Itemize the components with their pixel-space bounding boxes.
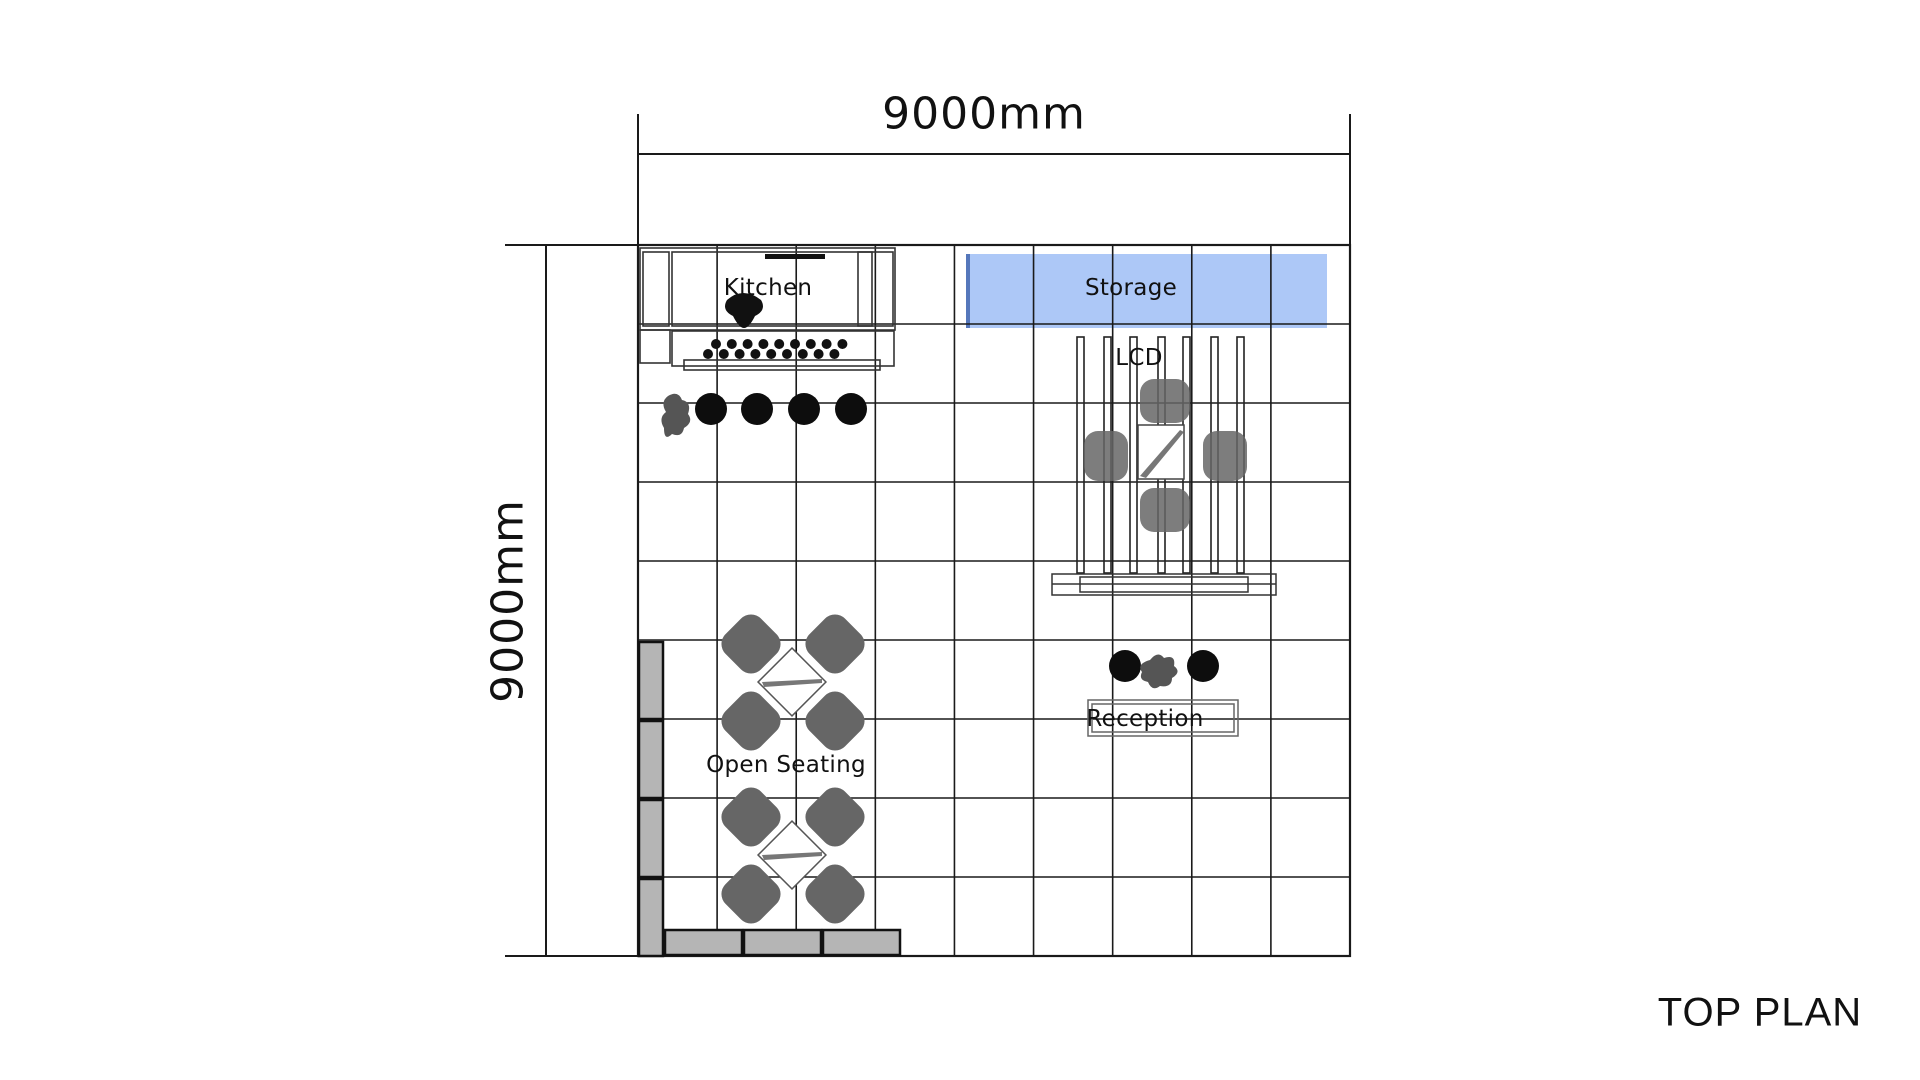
- plan-boundary: [636, 243, 1352, 958]
- bottle: [790, 339, 800, 349]
- planter-box-vertical: [637, 877, 665, 958]
- bottle: [821, 339, 832, 349]
- lounge-table-runner: [762, 852, 822, 860]
- bar-stool: [741, 393, 773, 425]
- planter-boxes: [637, 640, 902, 958]
- planter-box-horizontal: [742, 928, 823, 957]
- kitchen-side-block: [639, 329, 671, 364]
- bottle: [782, 349, 792, 359]
- lounge-chair: [805, 614, 865, 674]
- kitchen-hood: [765, 254, 825, 259]
- bottle: [829, 349, 840, 359]
- meeting-chairs: [1084, 379, 1247, 532]
- kitchen-back-counter: [639, 247, 896, 331]
- bottle: [734, 349, 745, 359]
- kitchen-cabinet: [671, 251, 873, 327]
- bottle: [766, 349, 777, 359]
- lounge-chair: [805, 787, 865, 847]
- reception-desk: [1087, 699, 1239, 737]
- kitchen-bar-base: [683, 359, 881, 371]
- plant-icon-kitchen: [661, 393, 691, 437]
- kitchen-sink-icon: [725, 293, 763, 328]
- width-dimension-label: 9000mm: [882, 88, 1086, 140]
- reception-stool: [1187, 650, 1219, 682]
- kitchen-counter: [639, 247, 896, 371]
- lounge-chair: [721, 691, 781, 751]
- bottle: [750, 349, 761, 359]
- bar-stool: [695, 393, 727, 425]
- lounge-chair: [721, 614, 781, 674]
- bottle: [726, 339, 737, 349]
- bar-stools: [695, 393, 867, 425]
- lcd-base: [1051, 573, 1277, 596]
- meeting-chair: [1084, 431, 1128, 481]
- meeting-table-runner: [1140, 430, 1184, 478]
- reception-desk-inner: [1091, 703, 1235, 733]
- zone-label-kitchen: Kitchen: [723, 275, 813, 301]
- lounge-chair: [805, 691, 865, 751]
- meeting-chair: [1140, 488, 1190, 532]
- width-dimension: [637, 114, 1351, 245]
- bottle: [813, 349, 824, 359]
- planter-box-vertical: [637, 640, 665, 721]
- bottle: [774, 339, 785, 349]
- zone-label-storage: Storage: [1084, 275, 1178, 301]
- meeting-table: [1137, 424, 1185, 480]
- storage-area[interactable]: [966, 254, 1327, 328]
- zone-label-open-seating: Open Seating: [706, 752, 866, 778]
- zone-label-lcd: LCD: [1115, 345, 1163, 371]
- bottle: [837, 339, 848, 349]
- planter-box-horizontal: [663, 928, 744, 957]
- lounge-table-runner: [762, 679, 822, 687]
- drawing-title: TOP PLAN: [1657, 990, 1863, 1035]
- plant-icon-reception: [1140, 654, 1178, 689]
- kitchen-bar-counter: [671, 330, 895, 367]
- reception-stool: [1109, 650, 1141, 682]
- kitchen-cabinet-left: [642, 251, 670, 327]
- bottle: [742, 339, 753, 349]
- height-dimension-label: 9000mm: [482, 499, 534, 703]
- kitchen-fridge: [857, 251, 894, 327]
- planter-box-vertical: [637, 719, 665, 800]
- bottle: [797, 349, 808, 359]
- bottle: [703, 349, 713, 359]
- lounge-chair: [721, 864, 781, 924]
- bottle: [711, 339, 721, 349]
- bar-stool: [788, 393, 820, 425]
- bottle: [758, 339, 769, 349]
- meeting-chair: [1140, 379, 1190, 423]
- lounge-chair: [721, 787, 781, 847]
- reception-stools: [1109, 650, 1219, 682]
- lcd-rail: [1129, 336, 1138, 574]
- planter-box-horizontal: [821, 928, 902, 957]
- bottle: [805, 339, 816, 349]
- floor-grid: [638, 245, 1350, 956]
- bar-stool: [835, 393, 867, 425]
- zone-label-reception: Reception: [1086, 706, 1204, 732]
- lcd-rail: [1076, 336, 1085, 574]
- bar-bottles: [703, 339, 848, 359]
- reception-desk-outer: [1087, 699, 1239, 737]
- lounge-chair: [805, 864, 865, 924]
- height-dimension: [505, 244, 638, 957]
- planter-box-vertical: [637, 798, 665, 879]
- meeting-chair: [1203, 431, 1247, 481]
- bottle: [718, 349, 729, 359]
- open-seating-furniture: [721, 614, 865, 924]
